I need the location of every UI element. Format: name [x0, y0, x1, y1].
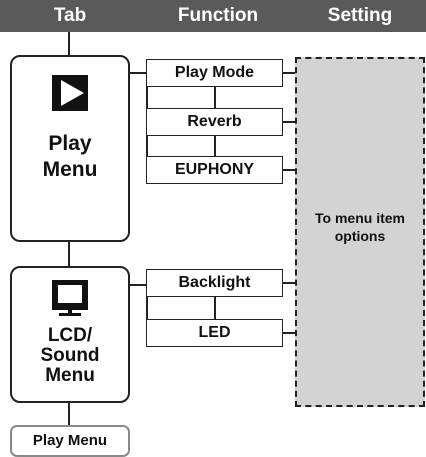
connector-line — [68, 240, 70, 268]
connector-line — [130, 72, 146, 74]
connector-line — [214, 136, 216, 156]
tab-play-menu-label: Play Menu — [42, 132, 98, 181]
play-icon — [52, 75, 88, 111]
play-menu-button[interactable]: Play Menu — [10, 425, 130, 457]
function-play-mode[interactable]: Play Mode — [146, 59, 283, 87]
function-backlight[interactable]: Backlight — [146, 269, 283, 297]
setting-panel-text: To menu item options — [315, 210, 405, 244]
tab-lcd-sound-label: LCD/ Sound Menu — [40, 325, 100, 386]
connector-line — [130, 284, 146, 286]
tab-lcd-sound-menu[interactable]: LCD/ Sound Menu — [10, 266, 130, 403]
connector-line — [283, 332, 295, 334]
connector-line — [283, 72, 295, 74]
connector-line — [68, 402, 70, 426]
function-led[interactable]: LED — [146, 319, 283, 347]
header-bar: Tab Function Setting — [0, 0, 426, 32]
tab-play-menu[interactable]: Play Menu — [10, 55, 130, 242]
setting-panel: To menu item options — [295, 57, 425, 407]
connector-line — [283, 169, 295, 171]
connector-line — [283, 282, 295, 284]
header-function: Function — [177, 5, 259, 26]
header-setting: Setting — [327, 5, 393, 26]
monitor-icon — [52, 280, 88, 316]
connector-line — [214, 297, 216, 319]
connector-line — [68, 32, 70, 56]
connector-line — [214, 87, 216, 108]
connector-line — [283, 121, 295, 123]
function-reverb[interactable]: Reverb — [146, 108, 283, 136]
header-tab: Tab — [53, 5, 87, 26]
connector-line — [146, 284, 148, 334]
function-euphony[interactable]: EUPHONY — [146, 156, 283, 184]
